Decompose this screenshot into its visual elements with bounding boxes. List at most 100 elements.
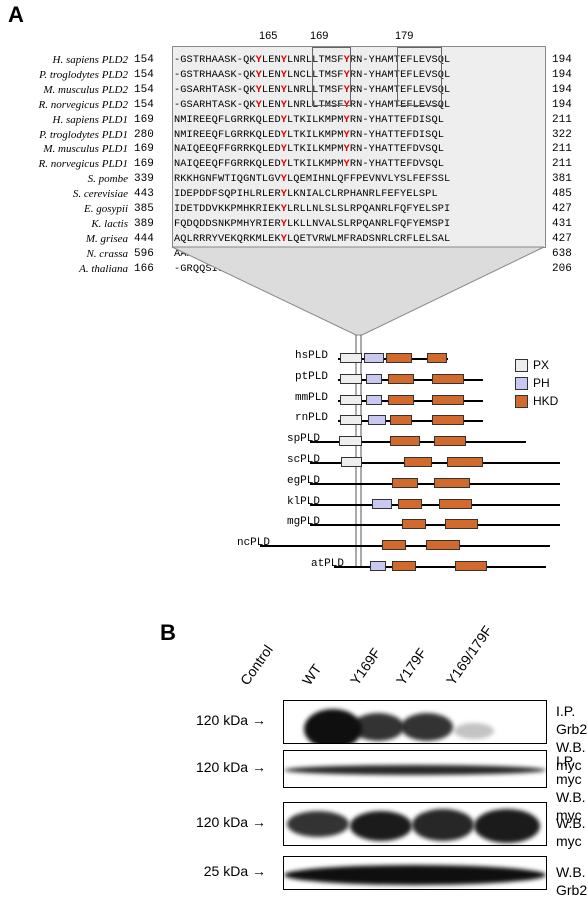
ph-domain [366, 394, 382, 405]
sequence-segment: LNRLLTMSF [287, 54, 344, 66]
domain-protein-label: scPLD [286, 454, 320, 466]
sequence-segment: LRLLNLSLS [287, 203, 344, 215]
ph-domain [368, 415, 386, 426]
sequence-segment: NAIQEEQFFGRRKQLED [174, 158, 281, 171]
ph-domain [366, 373, 382, 384]
alignment-row: S. cerevisiae 443 IDEPDDFSQPIHLRLERYLKNIAL… [0, 188, 588, 203]
domain-protein-label: klPLD [286, 495, 320, 508]
species-name: M. musculus PLD1 [43, 143, 128, 156]
blot-band [412, 809, 474, 841]
start-position: 444 [134, 232, 154, 245]
sequence: AQLRRRYVEKQRKMLEKYLQETVRWLMFRADSNRLCRFLE… [174, 233, 450, 245]
blot-annotation-line: W.B. Grb2 [556, 864, 588, 898]
legend-swatch [515, 395, 528, 409]
legend-label: HKD [533, 394, 559, 408]
sequence-segment: FFPEVNVLYSLFEFSSL [343, 173, 451, 186]
hkd-domain [434, 477, 470, 488]
protein-backbone-line [334, 566, 546, 568]
sequence-segment: RKKHGNFWTIQGNTLGV [174, 173, 281, 186]
sequence: -GSTRHAASK-QKYLENYLNRLLTMSFYRN-YHAMTEFLE… [174, 54, 450, 66]
sequence-segment: NMIREEQFLGRRKQLED [174, 113, 281, 126]
sequence-segment: LRPQANRLFQFYELSPI [343, 203, 451, 215]
species-name: R. norvegicus PLD1 [38, 158, 128, 171]
legend-swatch [515, 359, 528, 373]
start-position: 154 [134, 98, 154, 111]
start-position: 385 [134, 203, 154, 215]
tyrosine-residue: Y [280, 98, 288, 111]
hkd-domain [439, 498, 472, 509]
end-position: 431 [552, 217, 572, 230]
sequence: IDEPDDFSQPIHLRLERYLKNIALCLRPHANRLFEFYELS… [174, 188, 438, 200]
sequence: RKKHGNFWTIQGNTLGVYLQEMIHNLQFFPEVNVLYSLFE… [174, 173, 450, 185]
start-position: 154 [134, 68, 154, 81]
hkd-domain [445, 519, 478, 530]
hkd-domain [427, 353, 447, 363]
hkd-domain [392, 561, 416, 571]
sequence-segment: RN-YHAMTEFLEVSQL [349, 68, 451, 81]
tyrosine-residue: Y [343, 54, 350, 66]
domain-protein-label: egPLD [286, 474, 320, 487]
species-name: H. sapiens PLD2 [52, 54, 128, 66]
position-label-165: 165 [259, 30, 278, 42]
legend-item: HKD [515, 394, 559, 409]
species-name: M. musculus PLD2 [43, 83, 128, 96]
sequence-segment: -GSARHTASK-QK [174, 83, 256, 96]
sequence-segment: LEN [261, 98, 281, 111]
blot-annotation-line: W.B. myc [556, 789, 586, 823]
ph-domain [364, 353, 384, 363]
end-position: 211 [552, 158, 572, 171]
blot-band [401, 713, 453, 741]
alignment-box [172, 46, 546, 248]
start-position: 339 [134, 173, 154, 186]
tyrosine-residue: Y [280, 158, 288, 171]
tyrosine-residue: Y [280, 113, 288, 126]
blot-annotation: W.B. Grb2 [556, 863, 588, 899]
kda-text: 120 kDa [195, 712, 249, 728]
y179-highlight-box [397, 47, 442, 106]
species-name: M. grisea [85, 232, 128, 245]
hkd-domain [390, 415, 412, 426]
species-name: S. cerevisiae [72, 188, 128, 201]
tyrosine-residue: Y [280, 203, 288, 215]
species-name: P. troglodytes PLD1 [39, 128, 128, 141]
end-position: 211 [552, 113, 572, 126]
start-position: 443 [134, 188, 154, 201]
legend-label: PX [533, 358, 550, 372]
sequence-segment: LKNIALCLR [287, 188, 344, 201]
hkd-domain [388, 394, 414, 405]
px-domain [340, 353, 362, 363]
arrow-icon: → [248, 814, 266, 830]
end-position: 194 [552, 68, 572, 81]
start-position: 166 [134, 262, 154, 275]
hkd-domain [434, 436, 466, 447]
sequence: NAIQEEQFFGRRKQLEDYLTKILKMPMYRN-YHATTEFDV… [174, 143, 444, 155]
sequence-segment: NAIQEEQFFGRRKQLED [174, 143, 281, 156]
tyrosine-residue: Y [343, 128, 350, 141]
species-name: E. gosypii [84, 203, 128, 215]
species-name: H. sapiens PLD1 [52, 113, 128, 126]
sequence-segment: LNRLLTMSF [287, 83, 344, 96]
tyrosine-residue: Y [343, 113, 350, 126]
tyrosine-residue: Y [280, 54, 288, 66]
kda-text: 120 kDa [195, 759, 249, 775]
panel-b-letter: B [160, 620, 176, 645]
tyrosine-residue: Y [280, 143, 288, 156]
sequence: -GSARHTASK-QKYLENYLNRLLTMSFYRN-YHAMTEFLE… [174, 99, 450, 111]
species-name: N. crassa [86, 247, 128, 260]
end-position: 427 [552, 203, 572, 215]
sequence-segment: AQLRRRYVEKQRKMLEK [174, 232, 281, 245]
tyrosine-residue: Y [280, 128, 288, 141]
ph-domain [370, 561, 386, 571]
y169-highlight-box [312, 47, 351, 106]
molecular-weight-label: 25 kDa → [168, 863, 266, 879]
sequence-segment: LQETVRWLM [287, 232, 344, 245]
tyrosine-residue: Y [280, 232, 288, 245]
blot-band [474, 809, 540, 843]
hkd-domain [404, 457, 432, 467]
end-position: 194 [552, 98, 572, 111]
hkd-domain [447, 457, 483, 467]
